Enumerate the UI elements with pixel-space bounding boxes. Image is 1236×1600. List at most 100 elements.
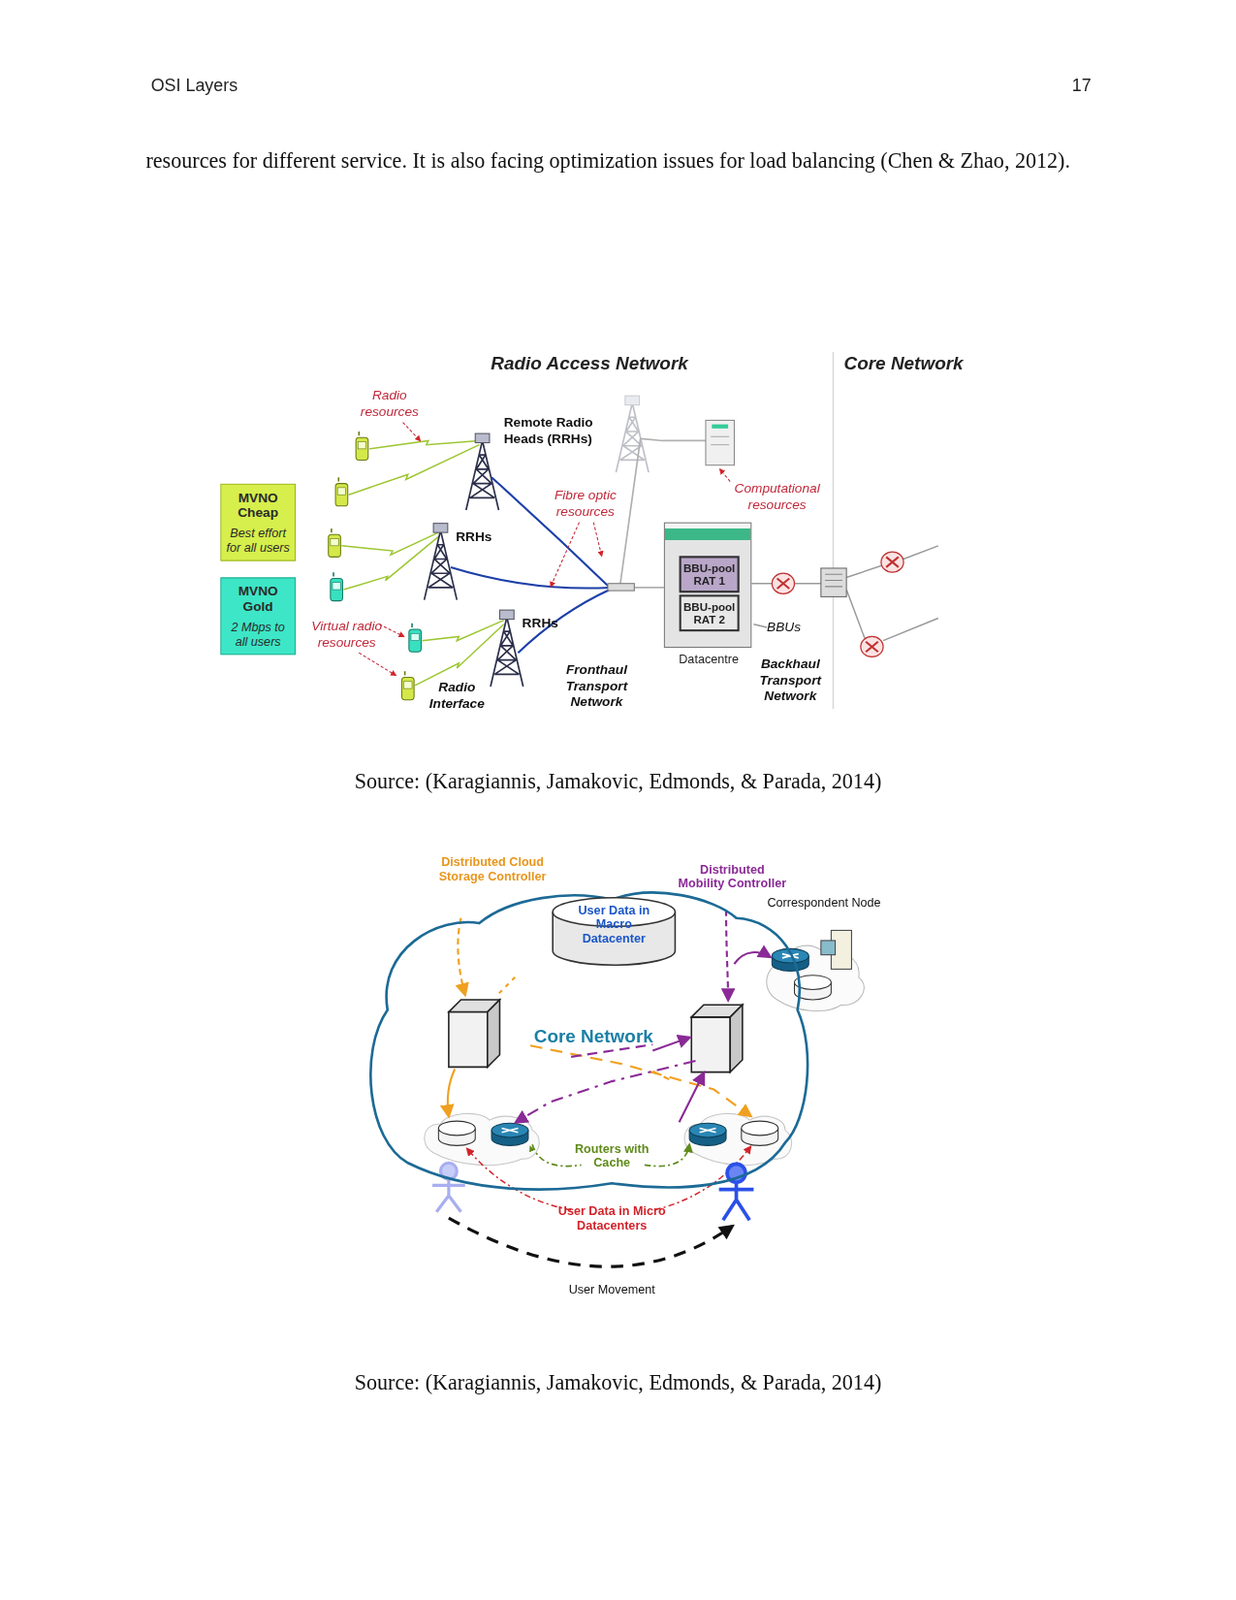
- server-cabinet: [710, 443, 729, 445]
- controller-servers: [448, 999, 501, 1067]
- user-current: [719, 1181, 755, 1220]
- faded-tower: [615, 395, 649, 473]
- storage-flows: [457, 918, 465, 995]
- leader-lines: [403, 422, 421, 442]
- leader-lines: [593, 522, 602, 557]
- routers: [771, 551, 904, 657]
- phones: [409, 623, 422, 652]
- part-label: Backhaul Transport Network: [739, 655, 842, 703]
- radio-links: [414, 624, 505, 686]
- phones: [335, 476, 349, 506]
- server-cabinet: [705, 419, 734, 465]
- phones: [401, 670, 414, 699]
- page-number: 17: [1009, 75, 1091, 96]
- part-label: Radio Interface: [415, 679, 498, 712]
- phones: [330, 571, 344, 601]
- fronthaul-fibre: [450, 567, 610, 589]
- towers: [466, 433, 500, 510]
- fibre-splitter: [607, 583, 634, 591]
- radio-links: [422, 620, 505, 641]
- backhaul: [846, 565, 884, 578]
- cloud-outline: [370, 892, 808, 1190]
- backhaul: [903, 545, 939, 560]
- micro-data-links: [467, 1148, 571, 1210]
- backhaul-switch: [821, 568, 847, 597]
- fronthaul-fibre: [517, 589, 610, 653]
- section-heading: Radio Access Network: [436, 352, 743, 376]
- controller-servers: [448, 999, 743, 1073]
- towers: [424, 433, 524, 687]
- phones: [355, 431, 369, 460]
- storage-flows: [652, 1071, 673, 1082]
- faded-tower: [615, 395, 649, 473]
- routers: [771, 572, 794, 594]
- running-header: OSI Layers: [151, 75, 376, 96]
- leader-lines: [720, 469, 731, 482]
- figure-source: Source: (Karagiannis, Jamakovic, Edmonds…: [230, 1369, 1007, 1395]
- storage-flows: [497, 977, 515, 995]
- core-network-cloud: Core Network User Data in Macro Datacente…: [361, 882, 816, 1199]
- backhaul: [751, 545, 939, 641]
- micro-data-links: [467, 1145, 751, 1209]
- figure-source: Source: (Karagiannis, Jamakovic, Edmonds…: [230, 768, 1007, 794]
- controller-label: Distributed Mobility Controller: [675, 861, 789, 891]
- mobility-flows: [726, 909, 729, 1000]
- ran-core-divider: [832, 351, 835, 709]
- mvno-box: MVNO Gold2 Mbps to all users: [220, 576, 296, 655]
- leader-lines: [379, 624, 404, 637]
- node-text: 2 Mbps to all users: [222, 620, 293, 649]
- node-text: MVNO Cheap: [222, 489, 293, 521]
- mvno-box: MVNO CheapBest effort for all users: [220, 483, 296, 562]
- towers: [490, 609, 524, 687]
- edge-clouds: [684, 1112, 793, 1165]
- node-text: User Data in Macro Datacenter: [563, 902, 666, 946]
- server-cabinet: [710, 436, 729, 438]
- grey-links: [620, 438, 641, 585]
- part-label: User Data in Micro Datacenters: [550, 1203, 673, 1233]
- resource-note: Computational resources: [721, 479, 834, 512]
- backhaul: [753, 624, 767, 628]
- node-text: BBU-pool RAT 1: [682, 562, 737, 587]
- backhaul: [794, 582, 822, 584]
- node-text: Core Network: [516, 1025, 670, 1047]
- radio-links: [369, 440, 480, 448]
- part-label: Remote Radio Heads (RRHs): [504, 413, 597, 446]
- resource-note: Fibre optic resources: [534, 487, 636, 520]
- leader-lines: [358, 652, 396, 675]
- backhaul-switch: [821, 568, 847, 597]
- micro-datacenters: [438, 1120, 476, 1145]
- routers: [860, 635, 884, 657]
- body-text: resources for different service. It is a…: [145, 132, 1090, 189]
- grey-links: [640, 438, 706, 441]
- user-faded: [432, 1162, 466, 1211]
- part-label: Correspondent Node: [762, 895, 886, 911]
- correspondent-cloud: [766, 929, 865, 1011]
- storage-flows: [530, 1045, 751, 1116]
- mobility-flows: [733, 951, 770, 964]
- backhaul-switch: [824, 573, 843, 587]
- node-text: Datacentre: [654, 651, 763, 666]
- towers: [424, 523, 458, 601]
- resource-note: Radio resources: [344, 387, 437, 420]
- leader-lines: [550, 522, 579, 587]
- macro-datacenter: User Data in Macro Datacenter: [550, 895, 677, 968]
- controller-servers: [691, 1004, 743, 1072]
- part-label: User Movement: [561, 1281, 664, 1297]
- fibre-splitter: [607, 583, 634, 591]
- section-heading: Core Network: [811, 352, 995, 376]
- storage-flows: [447, 1068, 455, 1115]
- cache-routers: [491, 1122, 529, 1145]
- backhaul: [883, 618, 939, 641]
- phones: [328, 528, 342, 557]
- mobility-flows: [515, 1060, 696, 1122]
- mobility-flows: [679, 1073, 704, 1122]
- bbu-pool: BBU-pool RAT 1: [679, 555, 740, 593]
- radio-links: [344, 536, 440, 590]
- grey-links: [632, 586, 665, 589]
- backhaul: [846, 589, 865, 638]
- server-cabinet: [711, 424, 729, 429]
- user-faded: [432, 1178, 466, 1212]
- edge-clouds: [424, 1112, 540, 1165]
